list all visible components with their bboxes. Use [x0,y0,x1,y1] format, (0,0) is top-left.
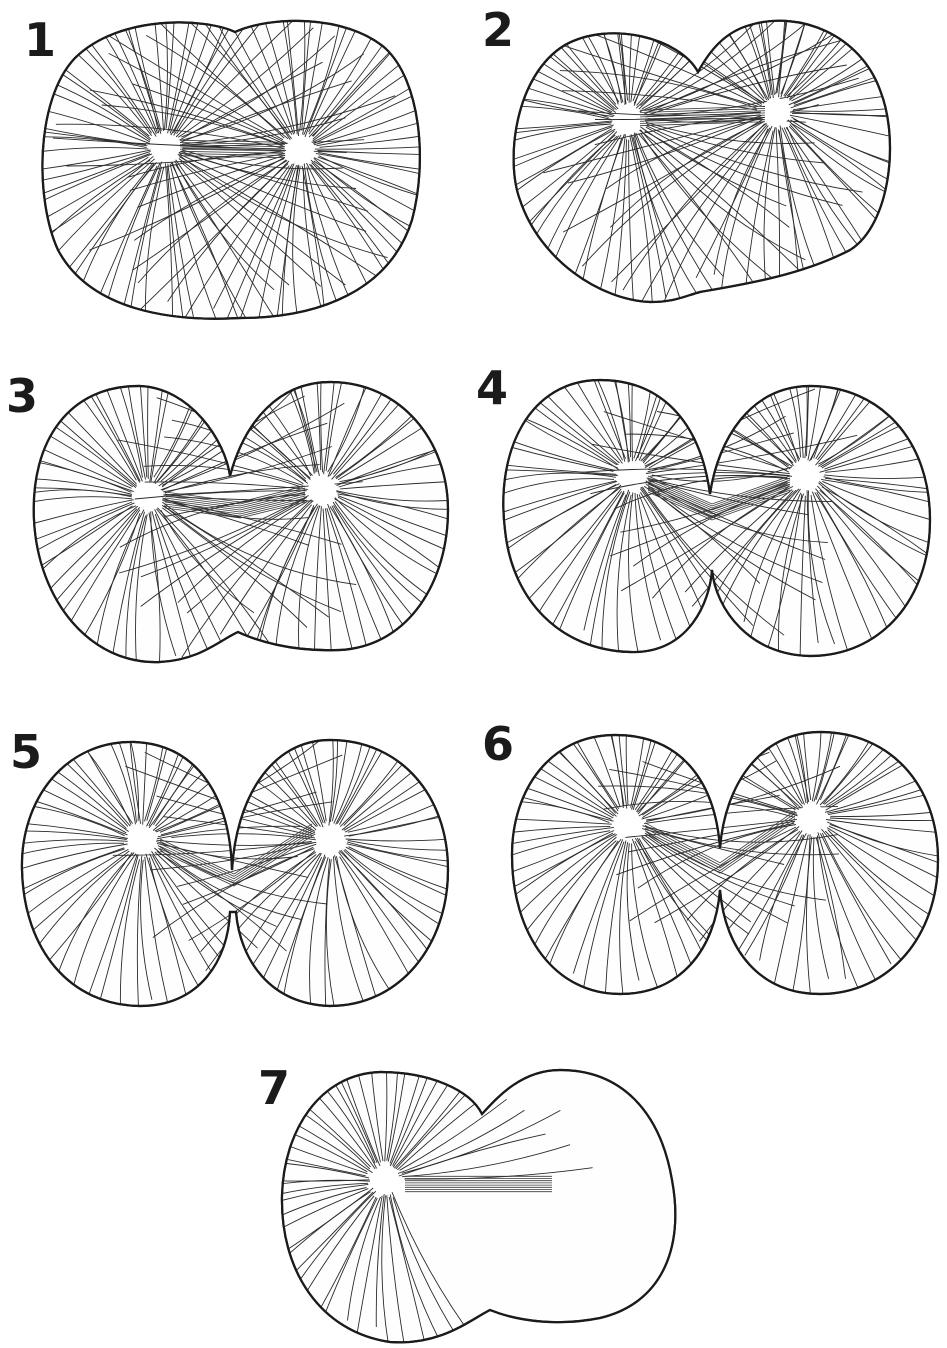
figure-label-7: 7 [258,1061,290,1115]
cell-drawing-7 [183,993,675,1348]
centrosphere [792,462,820,490]
centrosphere [286,136,314,164]
centrosphere [308,476,336,504]
cell-drawing-1 [0,0,545,389]
cell-drawing-2 [391,0,947,360]
centrosphere [762,98,790,126]
centrosphere [614,811,642,839]
centrosphere [128,826,156,854]
centrosphere [798,804,826,832]
figure-label-2: 2 [482,3,514,57]
cell-drawing-6 [435,613,947,1037]
figure-label-4: 4 [476,361,508,415]
figure-label-1: 1 [24,13,56,67]
centrosphere [618,462,646,490]
cell-outline [282,1070,675,1342]
centrosphere [151,134,179,162]
figure-label-3: 3 [6,369,38,423]
cell-drawing-5 [0,633,532,1049]
figure-label-5: 5 [10,725,42,779]
cell-drawing-3 [0,268,531,703]
centrosphere [371,1166,399,1194]
figure-label-6: 6 [482,717,514,771]
cell-drawing-4 [404,252,947,696]
centrosphere [134,482,162,510]
centrosphere [316,826,344,854]
